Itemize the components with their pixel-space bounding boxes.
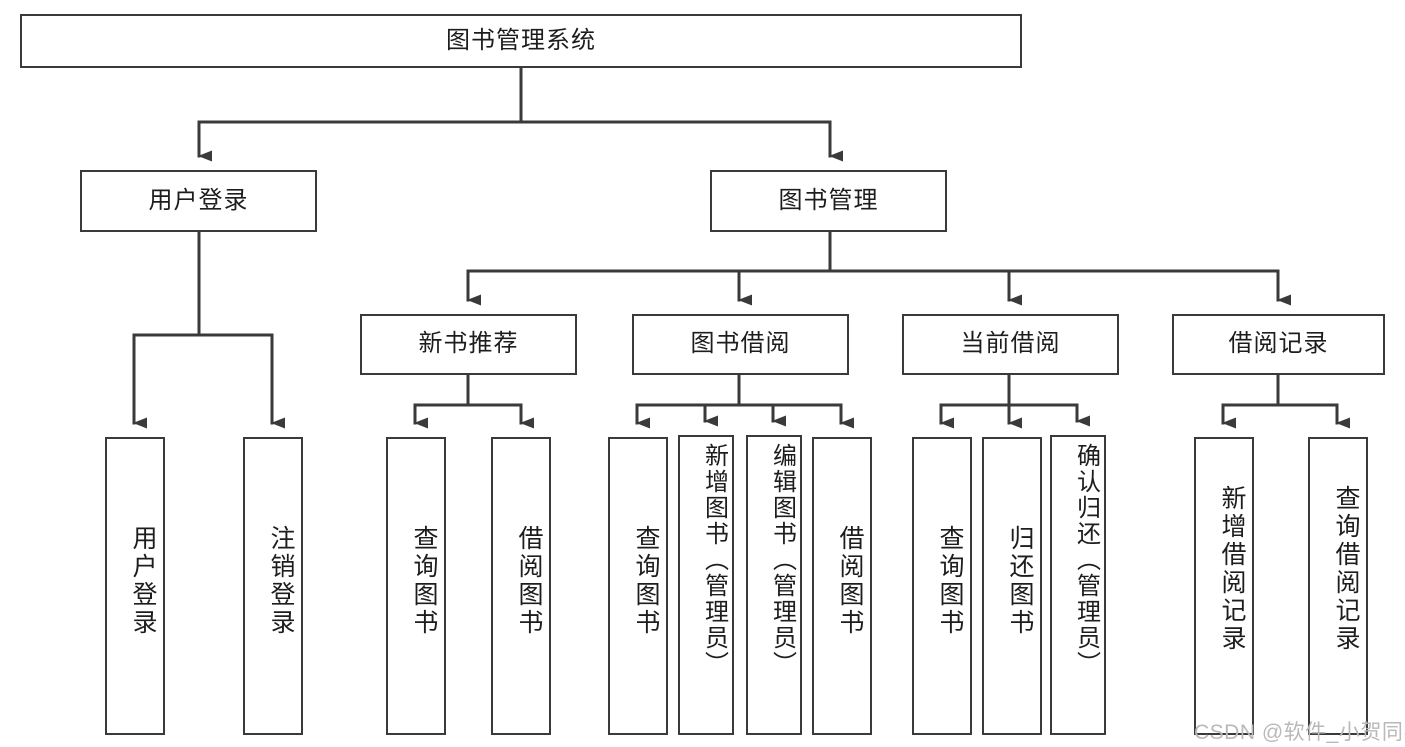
leaf-book-borrow-add-book[interactable]: 新增图书（管理员） bbox=[678, 435, 734, 735]
node-label: 图书借阅 bbox=[690, 330, 791, 358]
node-current-borrow[interactable]: 当前借阅 bbox=[902, 314, 1119, 375]
node-new-book-recommend[interactable]: 新书推荐 bbox=[360, 314, 577, 375]
node-label: 借阅记录 bbox=[1228, 330, 1329, 358]
leaf-label: 用户登录 bbox=[129, 525, 157, 637]
leaf-current-borrow-return-book[interactable]: 归还图书 bbox=[982, 437, 1042, 735]
node-label: 图书管理 bbox=[778, 186, 879, 214]
leaf-label: 查询图书 bbox=[410, 525, 438, 637]
node-book-management[interactable]: 图书管理 bbox=[710, 170, 947, 232]
leaf-label: 归还图书 bbox=[1006, 525, 1034, 637]
node-label: 新书推荐 bbox=[418, 330, 519, 358]
node-borrow-record[interactable]: 借阅记录 bbox=[1172, 314, 1385, 375]
leaf-user-login-logout[interactable]: 注销登录 bbox=[243, 437, 303, 735]
node-label: 图书管理系统 bbox=[446, 26, 596, 54]
leaf-label: 查询图书 bbox=[632, 525, 660, 637]
leaf-current-borrow-confirm-return[interactable]: 确认归还（管理员） bbox=[1050, 435, 1106, 735]
leaf-book-borrow-edit-book[interactable]: 编辑图书（管理员） bbox=[746, 435, 802, 735]
leaf-borrow-record-query-record[interactable]: 查询借阅记录 bbox=[1308, 437, 1368, 735]
node-label: 当前借阅 bbox=[960, 330, 1061, 358]
node-label: 用户登录 bbox=[148, 186, 249, 214]
csdn-watermark: CSDN @软件_小贺同学 bbox=[1194, 721, 1405, 744]
leaf-current-borrow-query-book[interactable]: 查询图书 bbox=[912, 437, 972, 735]
leaf-label: 查询借阅记录 bbox=[1332, 485, 1360, 653]
leaf-borrow-record-add-record[interactable]: 新增借阅记录 bbox=[1194, 437, 1254, 735]
leaf-label: 借阅图书 bbox=[836, 525, 864, 637]
leaf-new-book-query-book[interactable]: 查询图书 bbox=[386, 437, 446, 735]
leaf-book-borrow-borrow-book[interactable]: 借阅图书 bbox=[812, 437, 872, 735]
leaf-label: 编辑图书（管理员） bbox=[768, 443, 796, 677]
leaf-label: 新增图书（管理员） bbox=[700, 443, 728, 677]
leaf-label: 借阅图书 bbox=[515, 525, 543, 637]
leaf-book-borrow-query-book[interactable]: 查询图书 bbox=[608, 437, 668, 735]
leaf-label: 查询图书 bbox=[936, 525, 964, 637]
leaf-label: 确认归还（管理员） bbox=[1072, 443, 1100, 677]
leaf-label: 注销登录 bbox=[267, 525, 295, 637]
leaf-user-login-login[interactable]: 用户登录 bbox=[105, 437, 165, 735]
node-root-system[interactable]: 图书管理系统 bbox=[20, 14, 1022, 68]
leaf-new-book-borrow-book[interactable]: 借阅图书 bbox=[491, 437, 551, 735]
node-book-borrow[interactable]: 图书借阅 bbox=[632, 314, 849, 375]
leaf-label: 新增借阅记录 bbox=[1218, 485, 1246, 653]
node-user-login[interactable]: 用户登录 bbox=[80, 170, 317, 232]
